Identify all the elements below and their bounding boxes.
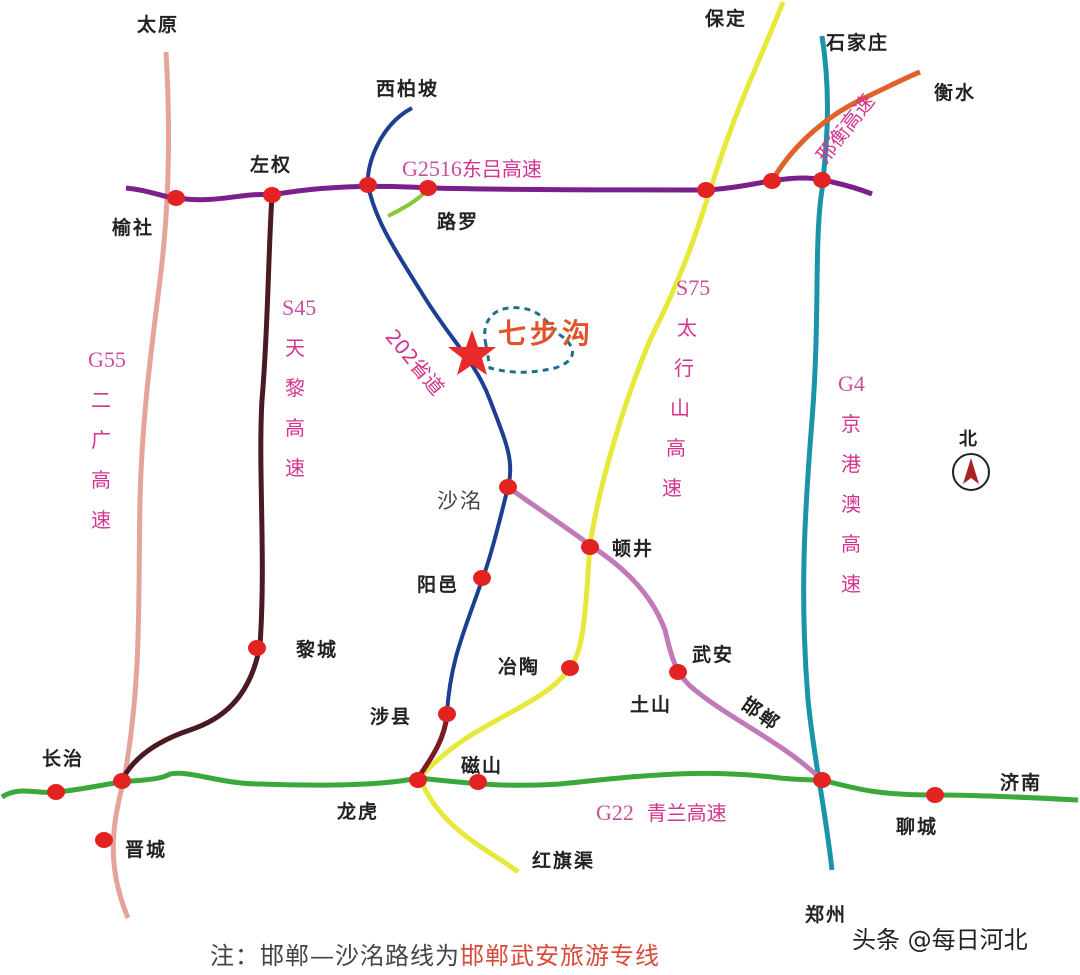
scenic-boundary [483,306,574,374]
city-longhu: 龙虎 [337,801,380,823]
label-g22: G22 青兰高速 [596,800,727,825]
road-tour-line [506,484,824,782]
city-baoding: 保定 [705,8,748,30]
city-licheng: 黎城 [296,639,339,661]
city-shijiazhuang: 石家庄 [826,32,890,54]
city-tushan: 土山 [630,694,673,716]
city-yushe: 榆社 [112,217,155,239]
city-luluo: 路罗 [437,211,480,233]
city-hongqiqu: 红旗渠 [532,850,596,872]
watermark: 头条 @每日河北 [852,926,1028,954]
road-g4 [801,35,835,871]
north-arrow-icon [952,453,990,491]
label-s45: S45 天 黎 高 速 [282,295,317,480]
city-jincheng: 晋城 [125,839,168,861]
city-yetao: 冶陶 [498,656,541,678]
road-g22 [0,770,1079,803]
label-g4: G4 京 港 澳 高 速 [838,371,865,596]
road-s45 [119,194,275,782]
north-indicator: 北 [951,425,991,497]
city-hengshui: 衡水 [934,82,977,104]
junction-dots [47,172,944,848]
city-shaluo: 沙洺 [437,489,483,513]
city-liaocheng: 聊城 [896,816,939,838]
road-g2516 [125,175,873,203]
city-taiyuan: 太原 [137,14,180,36]
city-xibaipo: 西柏坡 [376,78,440,100]
city-yangyi: 阳邑 [417,574,460,596]
north-label: 北 [959,429,977,450]
map-note: 注：邯郸—沙洺路线为邯郸武安旅游专线 [210,942,660,970]
road-202 [365,106,513,715]
road-shexian-longhu [415,713,450,780]
destination-label: 七步沟 [498,317,595,350]
star-icon [448,330,496,375]
label-s75: S75 太 行 山 高 速 [662,275,711,500]
road-s75 [417,1,786,874]
road-xingheng [769,69,921,183]
city-zhengzhou: 郑州 [805,904,848,926]
city-cishan: 磁山 [461,755,504,777]
city-jinan: 济南 [1000,772,1043,794]
label-g55: G55 二 广 高 速 [88,347,126,532]
city-dunjing: 顿井 [612,538,655,560]
city-changzhi: 长治 [42,748,85,770]
city-zuoquan: 左权 [250,154,293,176]
label-g2516: G2516东吕高速 [402,156,542,181]
city-shexian: 涉县 [370,706,413,728]
city-wuan: 武安 [692,644,735,666]
